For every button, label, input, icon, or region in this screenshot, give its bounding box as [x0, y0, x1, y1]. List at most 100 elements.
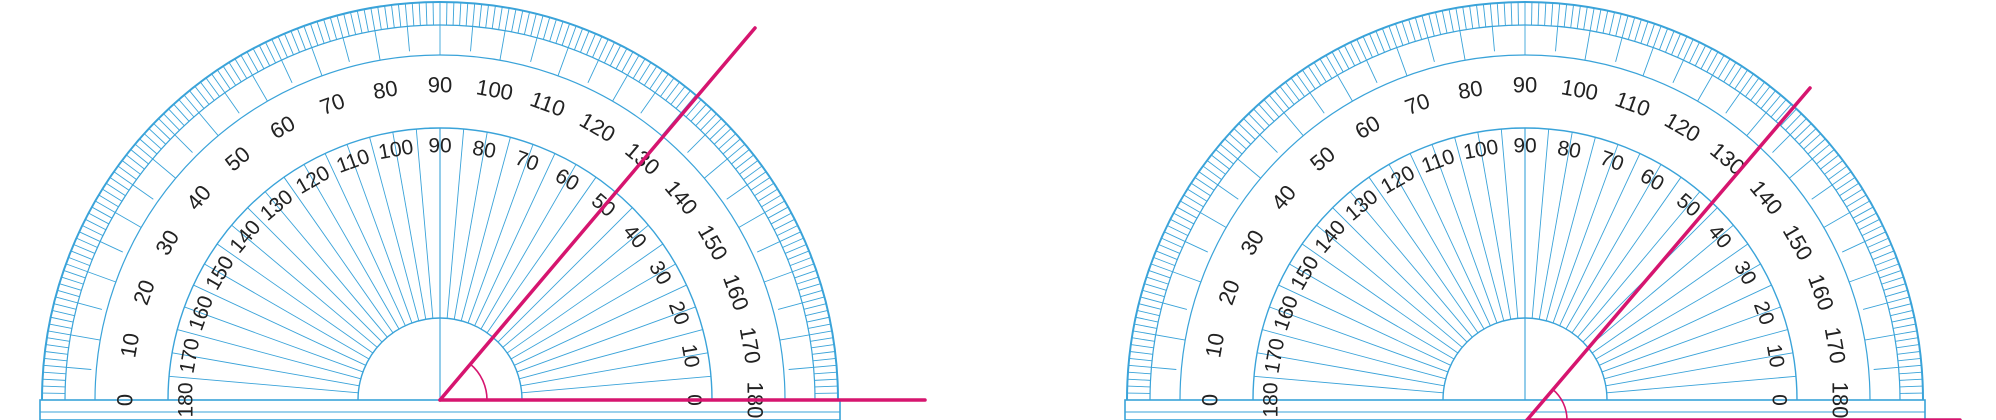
degree-tick — [1496, 2, 1500, 26]
degree-tick — [1302, 69, 1316, 90]
inner-scale-label: 110 — [333, 145, 372, 178]
radial-line — [1595, 263, 1761, 360]
degree-tick — [555, 21, 564, 44]
degree-tick — [1215, 149, 1234, 165]
degree-tick — [803, 303, 827, 310]
inner-scale-label: 140 — [225, 216, 265, 258]
degree-tick — [798, 283, 821, 291]
degree-tick — [1888, 303, 1912, 310]
degree-tick — [329, 17, 338, 40]
outer-scale-label: 170 — [1820, 325, 1851, 366]
degree-tick — [470, 3, 476, 52]
radial-line — [474, 153, 556, 326]
degree-tick — [98, 194, 119, 208]
radial-line — [486, 176, 597, 334]
degree-tick — [1290, 77, 1305, 97]
degree-tick — [1852, 206, 1874, 219]
radial-line — [1301, 243, 1459, 354]
degree-tick — [1873, 364, 1922, 370]
degree-tick — [586, 33, 596, 55]
degree-tick — [452, 2, 455, 26]
inner-scale-label: 170 — [1260, 337, 1289, 376]
degree-tick — [788, 364, 837, 370]
degree-tick — [1899, 378, 1923, 381]
degree-tick — [615, 48, 628, 70]
degree-tick — [290, 30, 300, 53]
degree-tick — [670, 86, 686, 105]
radial-line — [346, 144, 413, 324]
degree-tick — [491, 5, 496, 29]
outer-scale-label: 140 — [1745, 175, 1788, 219]
radial-line — [1253, 375, 1444, 394]
degree-tick — [284, 33, 294, 55]
outer-scale-label: 80 — [1456, 75, 1484, 104]
degree-tick — [1700, 48, 1713, 70]
degree-tick — [1677, 36, 1688, 58]
outer-scale-label: 100 — [1559, 74, 1600, 105]
outer-scale-label: 120 — [1660, 107, 1704, 147]
degree-tick — [153, 123, 171, 140]
outer-scale-label: 110 — [527, 86, 569, 121]
degree-tick — [530, 15, 544, 63]
radial-line — [1454, 137, 1505, 321]
radial-line — [467, 144, 534, 324]
degree-tick — [1576, 5, 1581, 29]
degree-tick — [1187, 188, 1208, 202]
inner-scale-label: 130 — [256, 185, 298, 225]
degree-tick — [1127, 371, 1151, 375]
degree-tick — [743, 165, 763, 180]
degree-tick — [1734, 69, 1748, 90]
degree-tick — [1313, 62, 1327, 83]
degree-tick — [1296, 73, 1325, 114]
radial-line — [184, 306, 364, 373]
degree-tick — [485, 4, 489, 28]
radial-line — [1587, 224, 1734, 348]
degree-tick — [722, 138, 741, 155]
inner-scale-label: 0 — [1768, 394, 1791, 406]
radial-line — [1431, 144, 1498, 324]
inner-scale-label: 60 — [1636, 164, 1668, 196]
radial-line — [231, 224, 378, 348]
angle-marker-arc — [1552, 388, 1568, 420]
radial-line — [502, 224, 649, 348]
degree-tick — [158, 118, 193, 153]
degree-tick — [709, 123, 727, 140]
degree-tick — [102, 188, 123, 202]
degree-tick — [1634, 19, 1642, 42]
degree-tick — [779, 330, 833, 341]
outer-scale-label: 60 — [266, 110, 300, 144]
degree-tick — [42, 378, 66, 381]
degree-tick — [1228, 133, 1247, 150]
degree-tick — [45, 344, 69, 349]
inner-scale-label: 90 — [1513, 135, 1536, 158]
degree-tick — [252, 48, 265, 70]
degree-tick — [1608, 12, 1615, 35]
degree-tick — [42, 385, 66, 388]
degree-tick — [1448, 9, 1454, 32]
degree-tick — [91, 206, 113, 219]
degree-tick — [731, 149, 750, 165]
degree-tick — [1441, 10, 1448, 34]
degree-tick — [811, 344, 835, 349]
inner-scale-label: 70 — [1597, 147, 1627, 177]
radial-line — [1409, 153, 1491, 326]
degree-tick — [277, 36, 288, 58]
degree-tick — [1788, 143, 1831, 179]
radial-line — [264, 191, 388, 338]
radial-line — [415, 128, 434, 319]
degree-tick — [1717, 58, 1731, 79]
radial-line — [1552, 144, 1619, 324]
degree-tick — [44, 357, 68, 362]
degree-tick — [1596, 9, 1602, 32]
degree-tick — [499, 7, 510, 61]
degree-tick — [810, 337, 834, 342]
radial-line — [1500, 128, 1519, 319]
degree-tick — [1846, 194, 1867, 208]
radial-line — [480, 164, 577, 330]
outer-scale-label: 70 — [316, 88, 348, 120]
degree-tick — [1563, 4, 1568, 28]
degree-tick — [1897, 357, 1921, 362]
degree-tick — [1807, 138, 1826, 155]
degree-tick — [105, 182, 126, 197]
